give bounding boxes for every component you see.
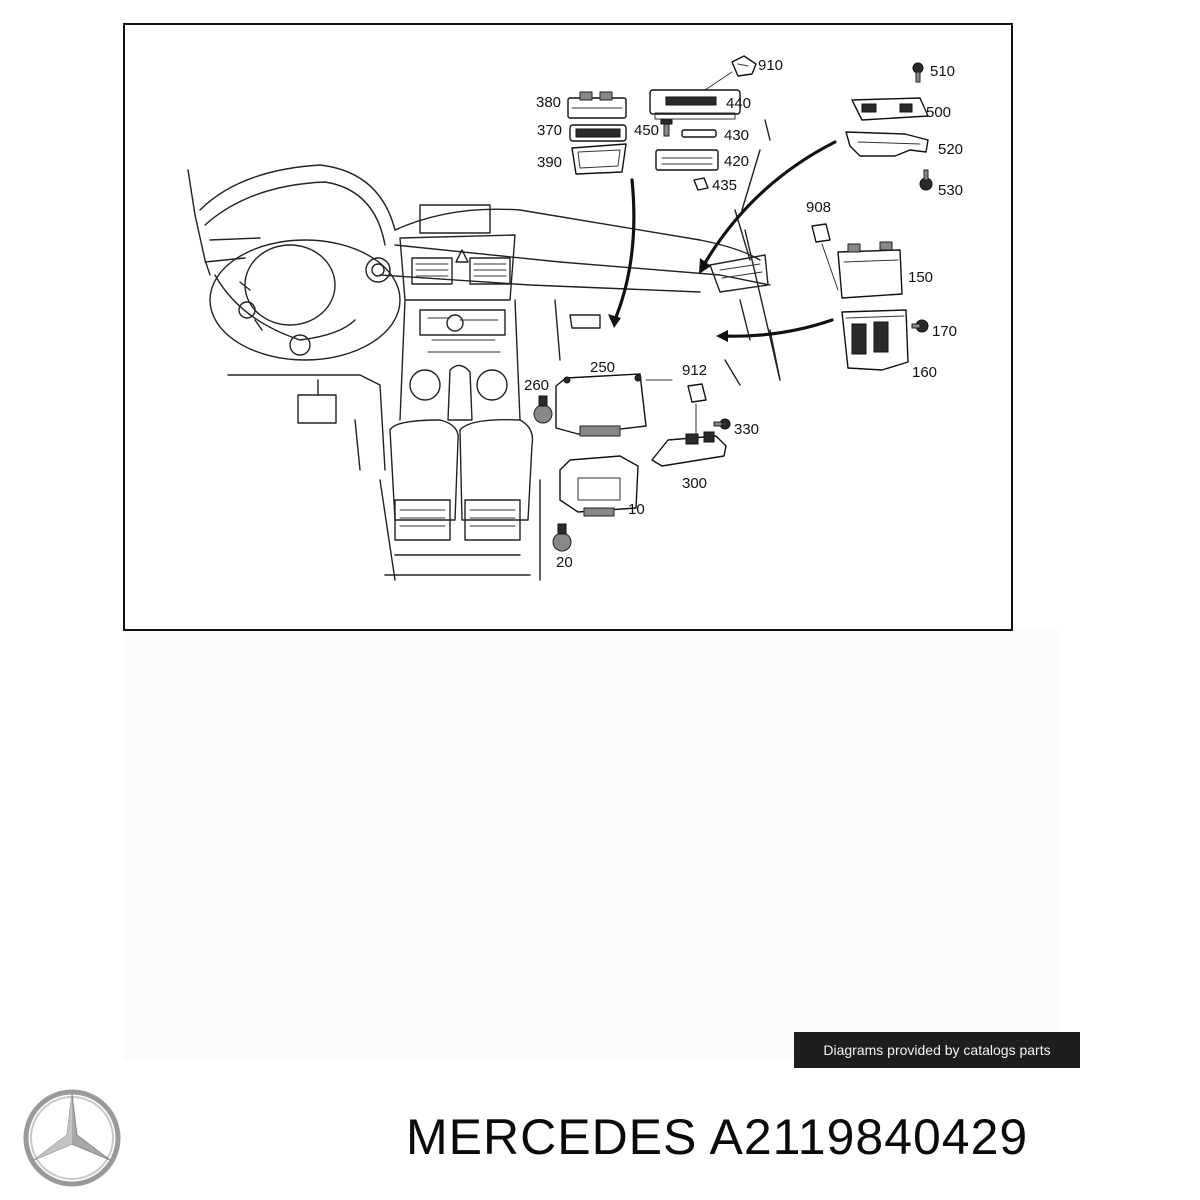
part-450 <box>660 119 673 137</box>
part-910 <box>701 55 757 93</box>
part-160 <box>841 309 909 371</box>
callout-500: 500 <box>926 104 951 121</box>
callout-910: 910 <box>758 57 783 74</box>
brand-name: MERCEDES <box>406 1109 698 1165</box>
part-908 <box>811 223 839 291</box>
arrow-to-dash-right <box>700 140 837 270</box>
arrow-to-footwell <box>720 318 834 338</box>
part-430 <box>681 129 717 138</box>
part-title: MERCEDES A2119840429 <box>406 1108 1028 1166</box>
three-pointed-star-icon <box>23 1089 121 1187</box>
part-435 <box>693 177 709 191</box>
callout-440: 440 <box>726 95 751 112</box>
part-500 <box>851 97 929 121</box>
part-260 <box>533 395 553 424</box>
callout-250: 250 <box>590 359 615 376</box>
callout-260: 260 <box>524 377 549 394</box>
dashboard-drawing <box>187 119 781 581</box>
callout-510: 510 <box>930 63 955 80</box>
callout-170: 170 <box>932 323 957 340</box>
callout-300: 300 <box>682 475 707 492</box>
part-440 <box>649 89 741 120</box>
part-300 <box>651 431 727 467</box>
part-20 <box>552 523 572 552</box>
part-370 <box>569 124 627 142</box>
part-10 <box>559 455 639 517</box>
diagram-background-panel <box>124 630 1060 1060</box>
callout-330: 330 <box>734 421 759 438</box>
part-number: A2119840429 <box>709 1109 1029 1165</box>
part-530 <box>919 169 933 191</box>
callout-450: 450 <box>634 122 659 139</box>
part-330 <box>713 418 731 430</box>
callout-20: 20 <box>556 554 573 571</box>
callout-912: 912 <box>682 362 707 379</box>
part-390 <box>571 143 627 175</box>
credit-badge: Diagrams provided by catalogs parts <box>794 1032 1080 1068</box>
part-510 <box>912 62 924 83</box>
arrow-to-dash-center <box>612 178 636 324</box>
callout-908: 908 <box>806 199 831 216</box>
callout-520: 520 <box>938 141 963 158</box>
callout-370: 370 <box>537 122 562 139</box>
callout-390: 390 <box>537 154 562 171</box>
part-150 <box>837 241 903 299</box>
callout-430: 430 <box>724 127 749 144</box>
assembly-arrows <box>608 140 837 342</box>
callout-420: 420 <box>724 153 749 170</box>
callout-380: 380 <box>536 94 561 111</box>
callout-530: 530 <box>938 182 963 199</box>
callout-labels: 910 440 380 370 450 430 390 420 435 510 … <box>524 57 963 571</box>
part-250 <box>555 373 673 437</box>
callout-435: 435 <box>712 177 737 194</box>
callout-150: 150 <box>908 269 933 286</box>
callout-160: 160 <box>912 364 937 381</box>
part-420 <box>655 149 719 171</box>
callout-10: 10 <box>628 501 645 518</box>
part-170 <box>911 319 929 333</box>
part-520 <box>845 131 929 157</box>
part-380 <box>567 91 627 119</box>
